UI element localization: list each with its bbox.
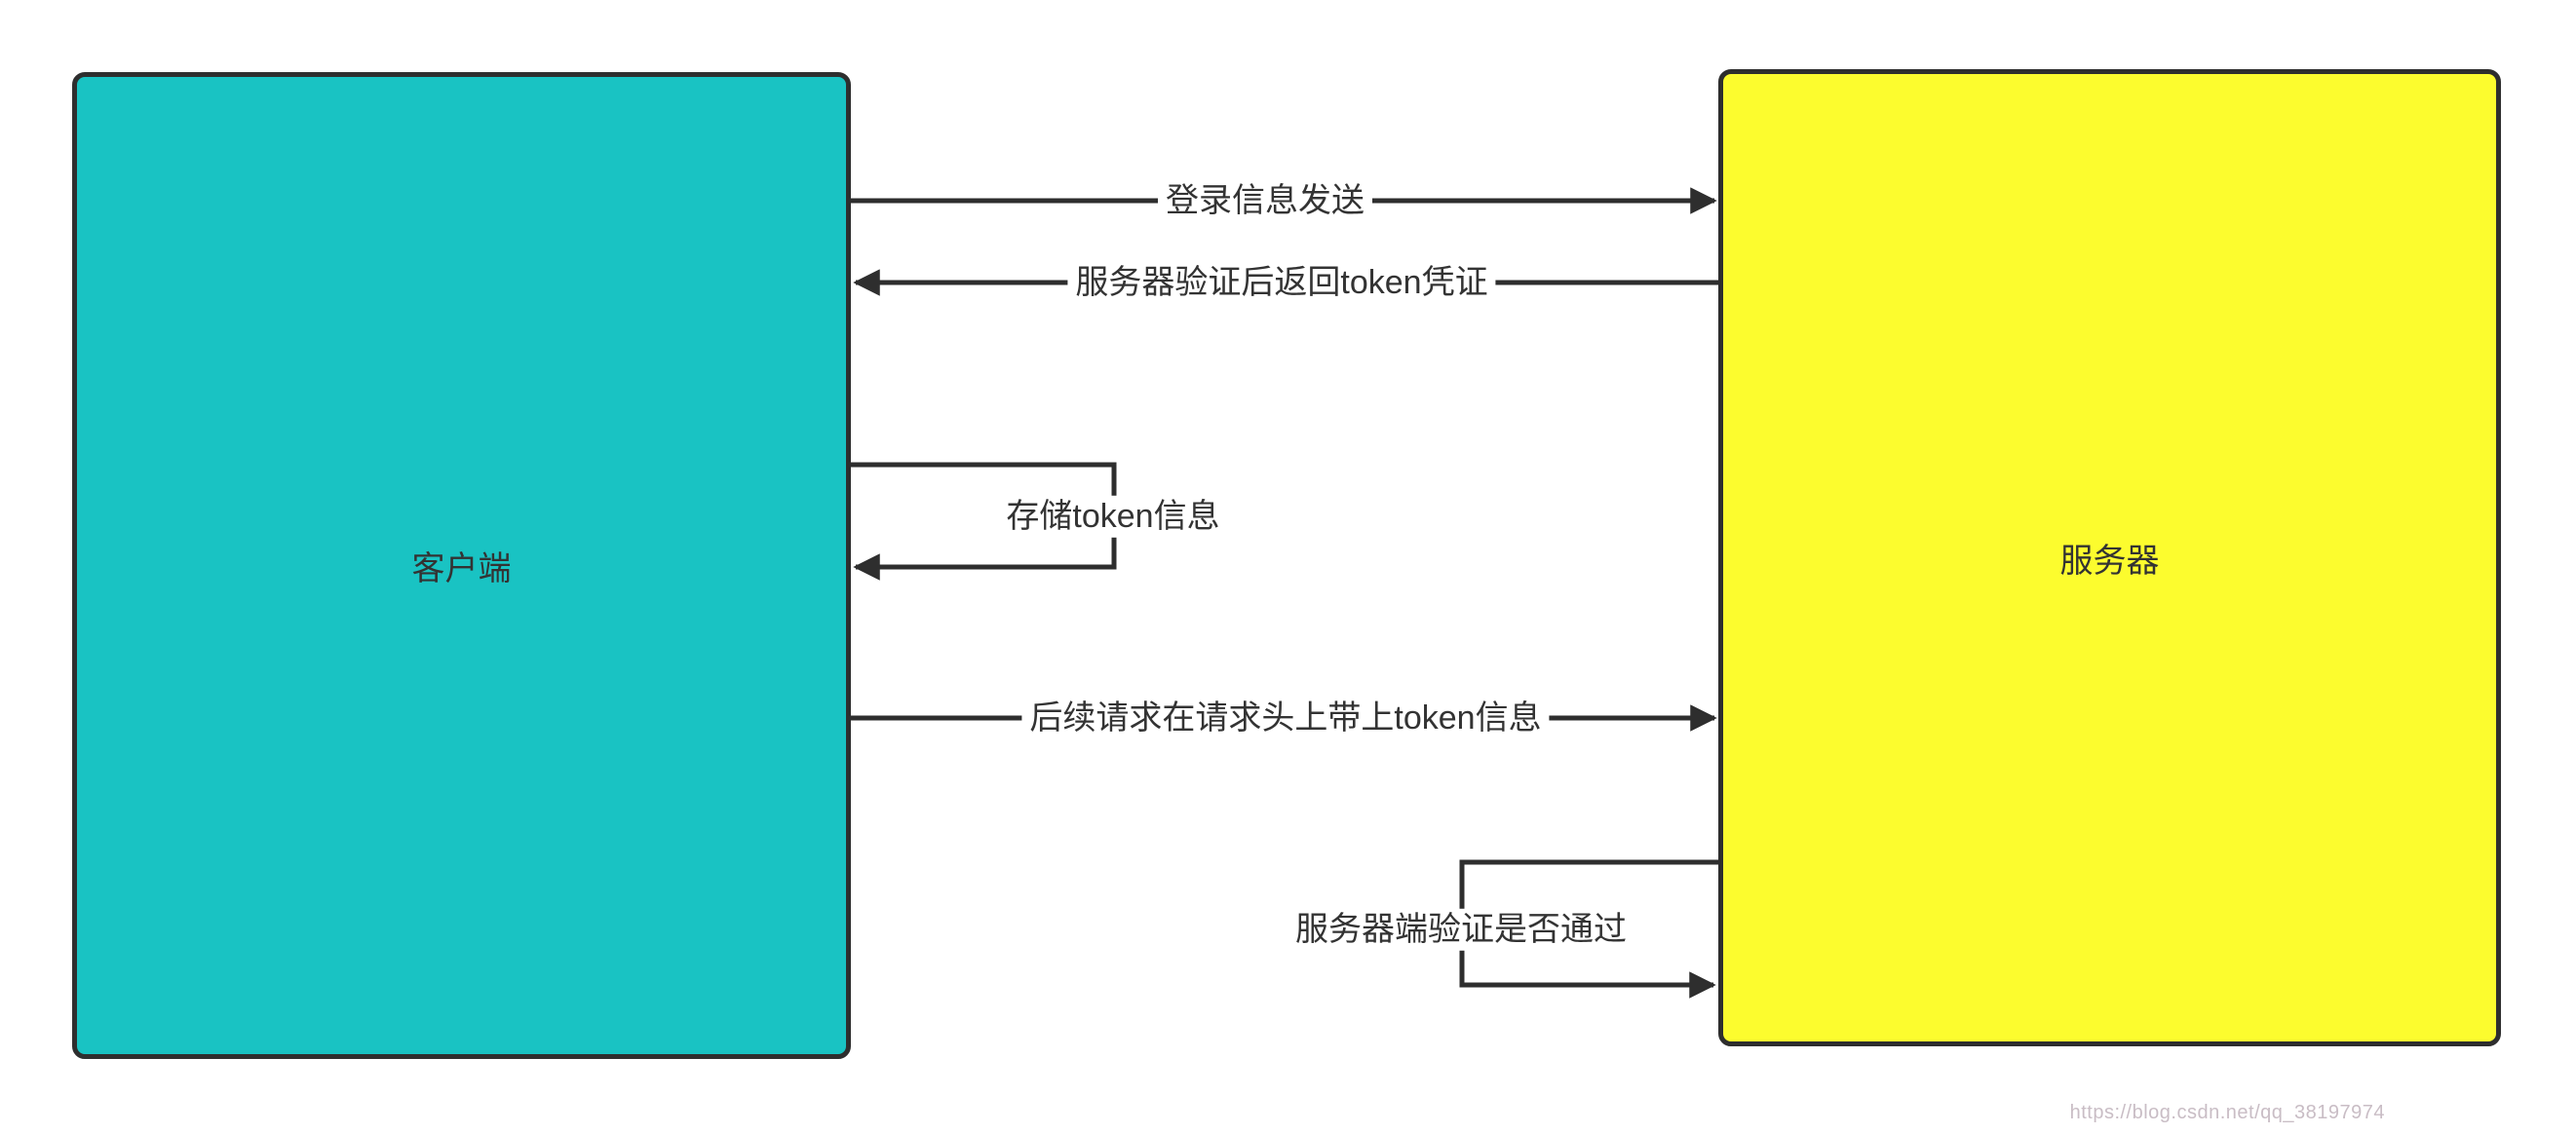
edge-label-store-token: 存储token信息 — [998, 495, 1228, 538]
edge-label-request-token: 后续请求在请求头上带上token信息 — [1021, 697, 1550, 739]
server-node-label: 服务器 — [2059, 543, 2160, 580]
watermark-text: https://blog.csdn.net/qq_38197974 — [2069, 1102, 2385, 1123]
edge-label-token-return: 服务器验证后返回token凭证 — [1067, 261, 1496, 304]
server-node: 服务器 — [1718, 69, 2501, 1046]
edge-label-server-verify: 服务器端验证是否通过 — [1288, 908, 1634, 951]
edge-label-login: 登录信息发送 — [1158, 179, 1372, 222]
client-node-label: 客户端 — [411, 550, 512, 587]
client-node: 客户端 — [72, 72, 851, 1059]
